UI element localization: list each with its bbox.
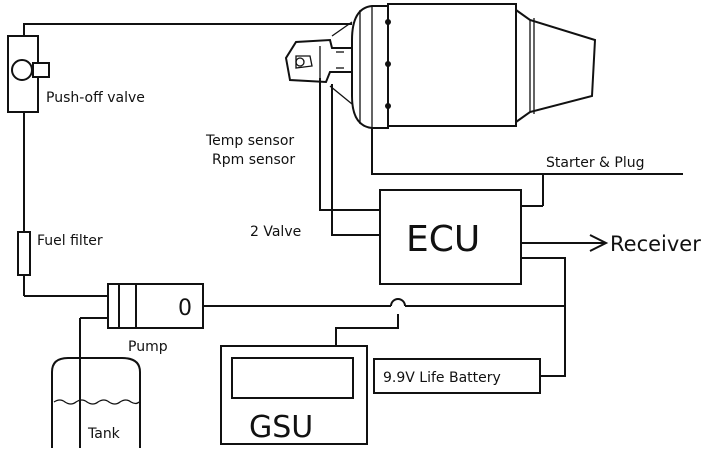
ecu-box — [379, 189, 522, 285]
push-off-valve — [7, 35, 50, 113]
two-valve-label: 2 Valve — [250, 224, 301, 240]
ecu-label: ECU — [406, 219, 480, 260]
sensor-wiring — [319, 78, 683, 236]
pump-label: Pump — [128, 339, 168, 355]
gsu-display — [231, 357, 354, 399]
pump-symbol: 0 — [178, 296, 192, 321]
temp-sensor-label: Temp sensor — [205, 133, 294, 149]
fuel-tank — [51, 317, 141, 448]
tank-label: Tank — [87, 426, 121, 442]
battery-box — [373, 358, 541, 394]
pump-ecu-line — [203, 298, 565, 307]
starter-plug-label: Starter & Plug — [546, 155, 644, 171]
battery-label: 9.9V Life Battery — [383, 370, 501, 386]
receiver-label: Receiver — [610, 232, 701, 256]
fuel-filter-label: Fuel filter — [37, 233, 103, 249]
gsu-line — [335, 314, 399, 346]
gsu-label: GSU — [249, 410, 313, 445]
battery-line — [521, 257, 566, 377]
turbine-engine — [284, 3, 597, 129]
push-off-valve-label: Push-off valve — [46, 90, 145, 106]
fuel-line — [23, 23, 352, 297]
pump — [107, 283, 204, 329]
fuel-filter — [17, 231, 31, 276]
rpm-sensor-label: Rpm sensor — [212, 152, 295, 168]
gsu-unit — [220, 345, 368, 445]
receiver-arrow — [521, 234, 609, 252]
